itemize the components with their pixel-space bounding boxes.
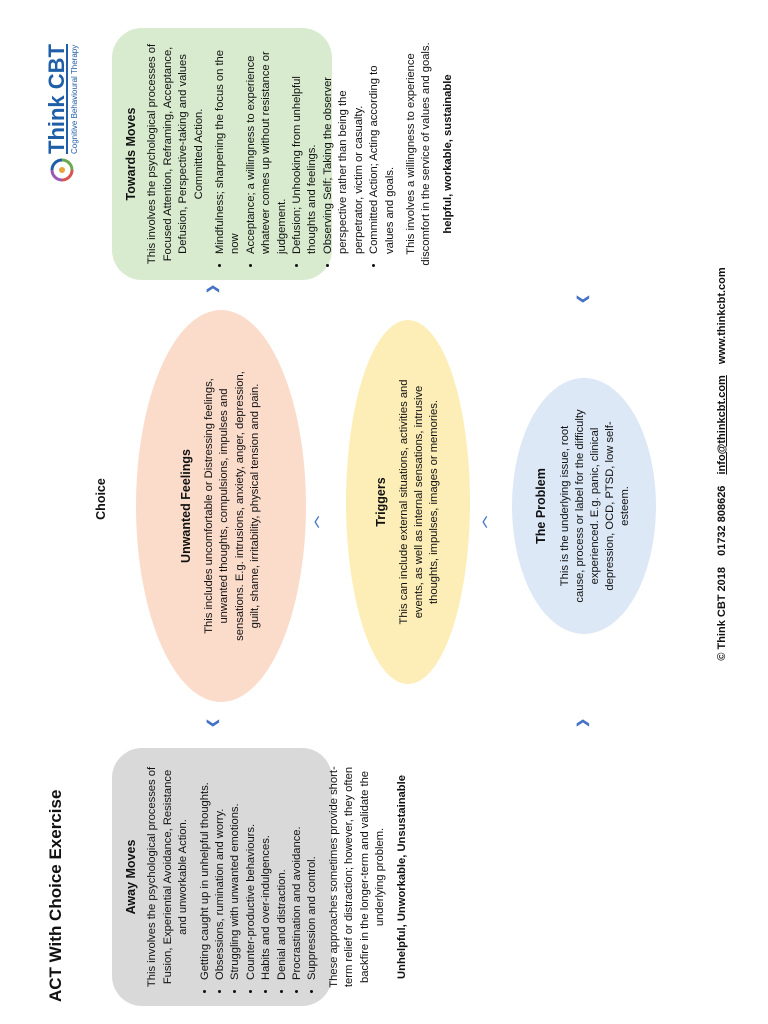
arrow-up-icon: ︿	[475, 515, 489, 528]
think-cbt-logo: Think CBT Cognitive Behavioural Therapy	[44, 22, 84, 182]
arrow-right-icon: ❯	[575, 717, 589, 728]
logo-tagline: Cognitive Behavioural Therapy	[70, 44, 79, 154]
away-moves-note: These approaches sometimes provide short…	[327, 766, 387, 988]
list-item: Committed Action; Acting according to va…	[367, 40, 398, 254]
towards-moves-box: Towards Moves This involves the psycholo…	[112, 28, 454, 280]
away-moves-heading: Away Moves	[124, 839, 138, 915]
towards-moves-verdict: helpful, workable, sustainable	[441, 74, 454, 234]
list-item: Struggling with unwanted emotions.	[228, 760, 243, 980]
arrow-left-icon: ❮	[205, 717, 219, 728]
triggers-text: This can include external situations, ac…	[397, 379, 441, 625]
list-item: Habits and over-indulgences.	[259, 760, 274, 980]
arrow-left-icon: ❮	[575, 293, 589, 304]
towards-moves-intro: This involves the psychological processe…	[146, 43, 205, 265]
away-moves-box: Away Moves This involves the psychologic…	[112, 748, 408, 1006]
unwanted-feelings-text: This includes uncomfortable or Distressi…	[203, 371, 261, 641]
page-title: ACT With Choice Exercise	[46, 789, 65, 1002]
towards-moves-note: This involves a willingness to experienc…	[404, 42, 433, 266]
triggers-heading: Triggers	[373, 477, 388, 527]
footer: © Think CBT 2018 01732 808626 info@think…	[716, 184, 728, 744]
arrow-up-icon: ︿	[307, 515, 321, 528]
triggers-ellipse: Triggers This can include external situa…	[346, 320, 470, 684]
list-item: Defusion; Unhooking from unhelpful thoug…	[290, 40, 321, 254]
list-item: Observing Self; Taking the observer pers…	[321, 40, 367, 254]
footer-email-link[interactable]: info@thinkcbt.com	[716, 375, 728, 475]
logo-brand: Think CBT	[44, 44, 69, 154]
list-item: Procrastination and avoidance.	[290, 760, 305, 980]
away-moves-verdict: Unhelpful, Unworkable, Unsustainable	[395, 775, 408, 979]
list-item: Counter-productive behaviours.	[244, 760, 259, 980]
footer-phone: 01732 808626	[716, 485, 728, 556]
list-item: Acceptance; a willingness to experience …	[244, 40, 290, 254]
list-item: Suppression and control.	[305, 760, 320, 980]
list-item: Mindfulness; sharpening the focus on the…	[213, 40, 244, 254]
towards-moves-list: Mindfulness; sharpening the focus on the…	[213, 40, 398, 268]
away-moves-intro: This involves the psychological processe…	[146, 766, 190, 988]
unwanted-feelings-heading: Unwanted Feelings	[178, 449, 193, 563]
list-item: Getting caught up in unhelpful thoughts.	[198, 760, 213, 980]
towards-moves-heading: Towards Moves	[124, 107, 138, 201]
the-problem-heading: The Problem	[534, 468, 549, 544]
footer-copyright: © Think CBT 2018	[716, 566, 728, 661]
the-problem-ellipse: The Problem This is the underlying issue…	[512, 378, 656, 634]
choice-label: Choice	[94, 478, 108, 520]
arrow-right-icon: ❯	[205, 283, 219, 294]
list-item: Obsessions, rumination and worry.	[213, 760, 228, 980]
list-item: Denial and distraction.	[275, 760, 290, 980]
the-problem-text: This is the underlying issue, root cause…	[558, 409, 632, 603]
away-moves-list: Getting caught up in unhelpful thoughts.…	[198, 760, 321, 994]
spiral-logo-icon	[50, 158, 74, 182]
footer-website-link[interactable]: www.thinkcbt.com	[716, 267, 728, 365]
unwanted-feelings-ellipse: Unwanted Feelings This includes uncomfor…	[136, 310, 306, 702]
